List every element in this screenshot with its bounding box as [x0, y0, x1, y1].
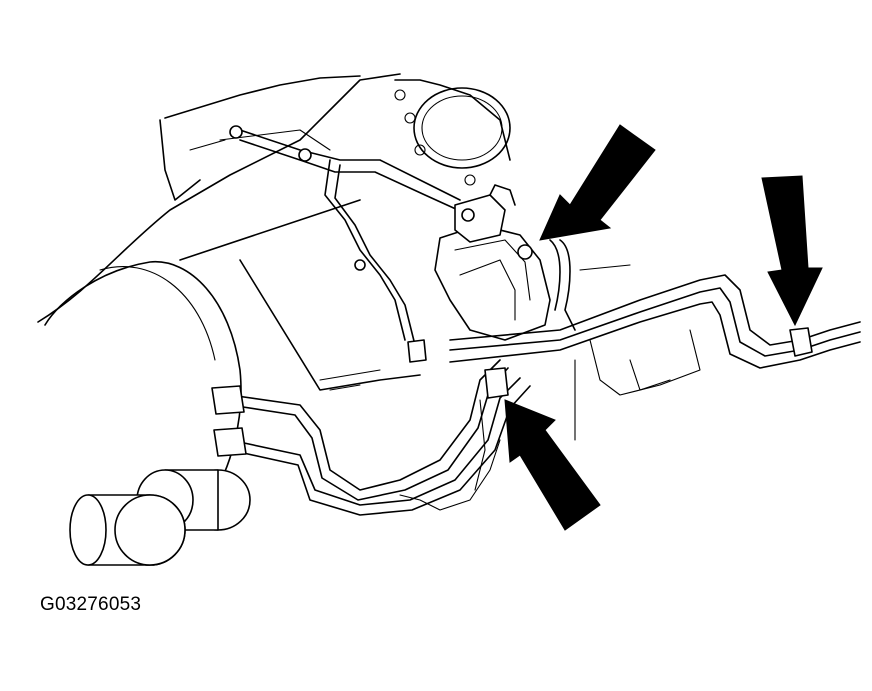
upper-lines — [229, 125, 461, 346]
actuator-block — [434, 184, 576, 341]
upper-center-arrow — [539, 124, 656, 241]
cylinder-group — [69, 469, 251, 566]
figure-id-label: G03276053 — [40, 594, 142, 615]
right-arrow — [761, 175, 823, 327]
lower-center-arrow — [504, 399, 601, 531]
transmission-housing — [37, 73, 421, 501]
lower-lines — [211, 339, 531, 516]
round-cover — [394, 79, 511, 186]
brake-lines-right — [449, 264, 861, 441]
